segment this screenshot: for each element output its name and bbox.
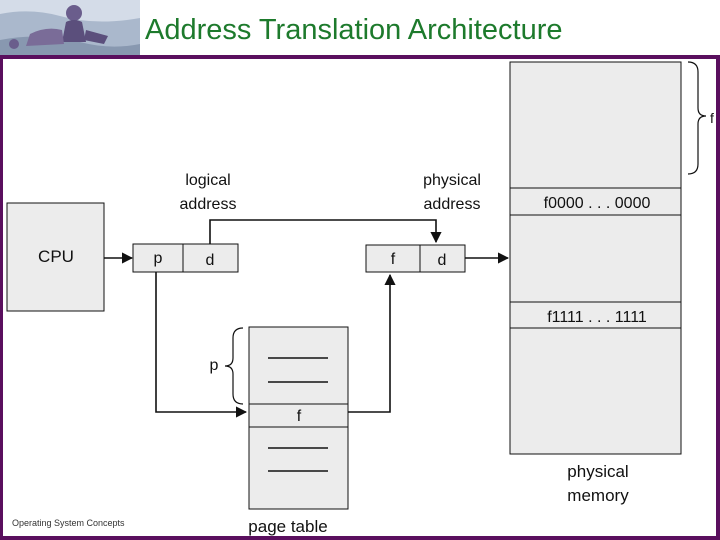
logical-address-label-line2: address bbox=[180, 196, 237, 213]
page-table-label: page table bbox=[248, 517, 327, 536]
page-index-label: p bbox=[210, 357, 219, 374]
logical-d-label: d bbox=[206, 252, 215, 269]
logical-address-label-line1: logical bbox=[185, 172, 230, 189]
slide-title: Address Translation Architecture bbox=[145, 14, 563, 46]
slide-footer: Operating System Concepts bbox=[12, 518, 125, 528]
physical-memory-label-line1: physical bbox=[567, 462, 628, 481]
offset-copy-arrow bbox=[209, 219, 442, 244]
physical-d-label: d bbox=[438, 252, 447, 269]
memory-frame-start-label: f0000 . . . 0000 bbox=[544, 195, 651, 212]
physical-memory-label-line2: memory bbox=[567, 486, 629, 505]
logo-icon bbox=[0, 0, 140, 56]
page-index-brace bbox=[224, 327, 244, 405]
physical-d-field bbox=[419, 244, 466, 273]
top-border bbox=[0, 55, 720, 59]
memory-frame-end-label: f1111 . . . 1111 bbox=[547, 309, 647, 326]
slide-header: Address Translation Architecture bbox=[0, 0, 720, 56]
memory-frame-brace-label: f bbox=[710, 110, 714, 126]
cpu-box bbox=[6, 202, 105, 312]
page-table-entry-label: f bbox=[297, 408, 302, 425]
cpu-label: CPU bbox=[38, 247, 74, 266]
memory-frame-brace bbox=[687, 61, 707, 175]
logical-p-label: p bbox=[154, 250, 163, 267]
bottom-border bbox=[0, 536, 720, 540]
right-border bbox=[716, 55, 720, 540]
frame-number-arrow bbox=[348, 273, 396, 413]
physical-address-label-line2: address bbox=[424, 196, 481, 213]
physical-memory bbox=[509, 61, 682, 455]
physical-address-label-line1: physical bbox=[423, 172, 481, 189]
page-number-to-table-arrow bbox=[155, 272, 248, 418]
physical-f-label: f bbox=[391, 251, 396, 268]
left-border bbox=[0, 55, 3, 540]
physical-f-field bbox=[365, 244, 421, 273]
